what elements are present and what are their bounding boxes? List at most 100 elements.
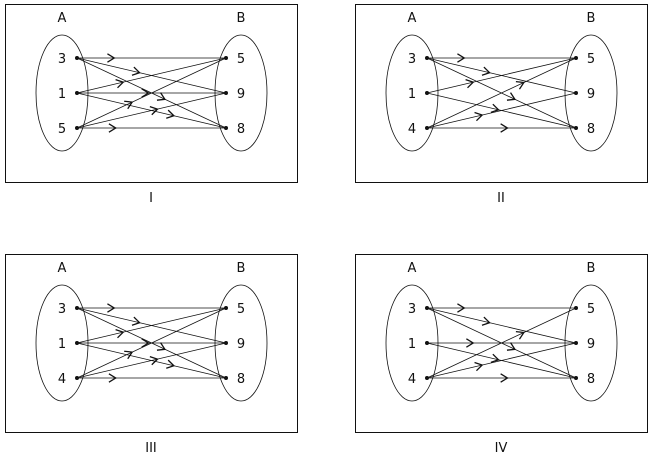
set-label-b: B [237, 11, 246, 26]
mapping-line [426, 57, 577, 94]
mapping-line [426, 307, 577, 344]
arrowhead-icon [466, 338, 475, 348]
element-dot [425, 126, 429, 130]
arrowhead-icon [474, 111, 484, 122]
arrowhead-icon [481, 66, 491, 76]
set-b-element: 8 [587, 372, 595, 387]
mapping-arrow [427, 123, 576, 133]
set-label-a: A [58, 261, 67, 276]
set-b-element: 8 [237, 372, 245, 387]
set-a-element: 3 [58, 302, 66, 317]
arrowhead-icon [156, 342, 167, 351]
set-a-element: 5 [58, 122, 66, 137]
mapping-arrow [426, 92, 577, 129]
element-dot [75, 306, 79, 310]
set-b-element: 5 [237, 52, 245, 67]
mapping-line [76, 307, 227, 379]
element-dot [224, 91, 228, 95]
set-a-element: 3 [58, 52, 66, 67]
mapping-arrow [426, 57, 577, 129]
set-b-element: 8 [587, 122, 595, 137]
mapping-arrow [77, 123, 226, 133]
set-a-element: 1 [408, 337, 416, 352]
mapping-arrow [76, 92, 227, 129]
arrowhead-icon [108, 373, 117, 383]
element-dot [425, 91, 429, 95]
set-a-element: 4 [408, 122, 416, 137]
set-a-element: 4 [58, 372, 66, 387]
mapping-line [426, 92, 577, 129]
arrowhead-icon [141, 88, 150, 98]
arrowhead-icon [156, 92, 167, 101]
element-dot [224, 56, 228, 60]
set-a-element: 1 [408, 87, 416, 102]
element-dot [224, 306, 228, 310]
arrowhead-icon [124, 350, 134, 360]
mapping-line [426, 307, 577, 379]
arrowhead-icon [115, 79, 125, 89]
element-dot [574, 91, 578, 95]
set-a-element: 1 [58, 87, 66, 102]
element-dot [75, 126, 79, 130]
mapping-arrow [76, 57, 227, 129]
mapping-arrow [426, 57, 577, 94]
set-label-b: B [587, 11, 596, 26]
panel-caption: III [145, 441, 157, 456]
panel-caption: II [497, 191, 505, 206]
arrowhead-icon [506, 92, 517, 101]
mapping-line [426, 57, 577, 129]
element-dot [574, 126, 578, 130]
arrowhead-icon [500, 373, 509, 383]
panel-frame [5, 254, 298, 433]
set-label-a: A [58, 11, 67, 26]
element-dot [425, 341, 429, 345]
arrowhead-icon [490, 353, 500, 363]
mapping-line [76, 57, 227, 94]
arrowhead-icon [115, 329, 125, 339]
arrowhead-icon [141, 338, 150, 348]
mapping-arrow [77, 53, 226, 63]
mapping-line [76, 92, 227, 129]
mapping-arrow [426, 342, 577, 379]
element-dot [574, 341, 578, 345]
mapping-line [76, 342, 227, 379]
arrowhead-icon [108, 123, 117, 133]
arrowhead-icon [500, 123, 509, 133]
arrowhead-icon [515, 80, 525, 90]
arrowhead-icon [474, 361, 484, 372]
set-a-element: 1 [58, 337, 66, 352]
element-dot [425, 306, 429, 310]
arrowhead-icon [506, 342, 517, 351]
element-dot [425, 56, 429, 60]
arrowhead-icon [131, 66, 141, 76]
panel-frame [355, 4, 648, 183]
arrowhead-icon [149, 105, 159, 116]
set-b-element: 5 [237, 302, 245, 317]
panel-frame [5, 4, 298, 183]
mapping-line [76, 57, 227, 129]
arrowhead-icon [515, 330, 525, 340]
set-b-ellipse [564, 34, 618, 152]
mapping-arrow [426, 307, 577, 344]
arrowhead-icon [131, 316, 141, 326]
element-dot [574, 306, 578, 310]
set-a-element: 3 [408, 302, 416, 317]
panel-caption: IV [495, 441, 508, 456]
arrowhead-icon [490, 103, 500, 113]
element-dot [224, 376, 228, 380]
arrowhead-icon [481, 316, 491, 326]
element-dot [75, 341, 79, 345]
mapping-arrow [76, 307, 227, 344]
mapping-arrow [427, 303, 576, 313]
set-b-element: 9 [237, 87, 245, 102]
set-label-a: A [408, 11, 417, 26]
mapping-arrow [426, 307, 577, 379]
arrowhead-icon [457, 53, 466, 63]
panel-frame [355, 254, 648, 433]
set-a-ellipse [385, 34, 439, 152]
element-dot [75, 376, 79, 380]
set-b-element: 5 [587, 302, 595, 317]
